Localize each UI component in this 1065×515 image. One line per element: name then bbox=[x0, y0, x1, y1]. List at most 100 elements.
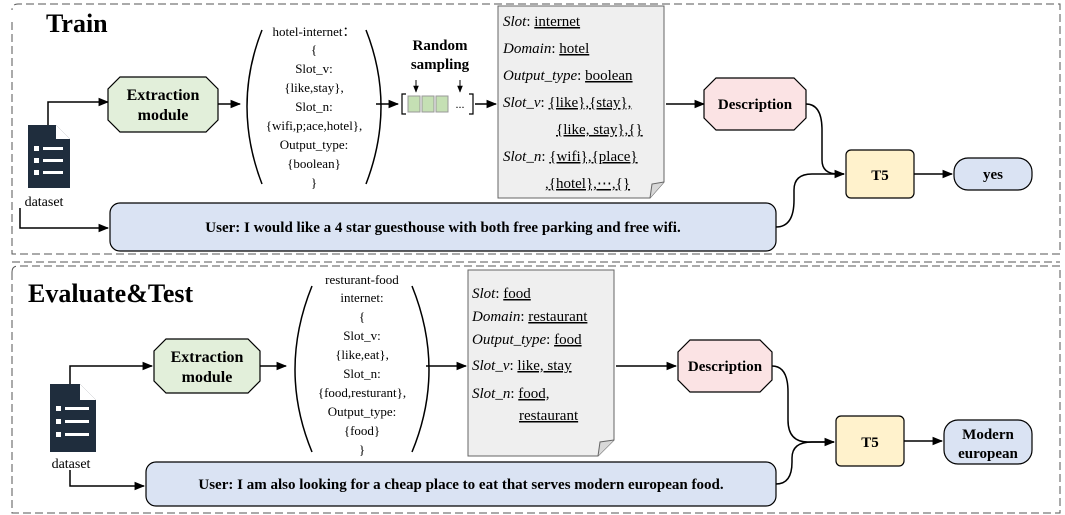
test-output-label-2: european bbox=[958, 446, 1018, 462]
schema-line: { bbox=[359, 309, 365, 324]
svg-text:Output_type: boolean: Output_type: boolean bbox=[503, 68, 633, 84]
train-t5-label: T5 bbox=[871, 168, 889, 184]
schema-line: Slot_n: bbox=[343, 366, 381, 381]
sampling-label-2: sampling bbox=[411, 57, 470, 73]
sampling-ellipsis: ... bbox=[456, 97, 465, 111]
schema-line: {boolean} bbox=[287, 156, 341, 171]
extraction-module bbox=[107, 76, 219, 133]
svg-text:Output_type: food: Output_type: food bbox=[472, 332, 582, 348]
train-doc-text: Slot: internet Domain: hotel Output_type… bbox=[502, 14, 643, 192]
doc-value: {like},{stay}, bbox=[548, 95, 631, 111]
schema-line: } bbox=[359, 442, 365, 457]
extraction-label-1: Extraction bbox=[171, 349, 244, 366]
schema-paren-left bbox=[294, 285, 313, 453]
test-title: Evaluate&Test bbox=[28, 279, 193, 308]
train-schema: hotel-internet： { Slot_v: {like,stay}, S… bbox=[266, 24, 363, 190]
sampled-slots: ... bbox=[401, 80, 474, 115]
doc-key: Output_type bbox=[472, 332, 546, 348]
train-title: Train bbox=[46, 9, 108, 38]
doc-value: boolean bbox=[585, 68, 633, 84]
train-utterance: User: I would like a 4 star guesthouse w… bbox=[205, 220, 681, 236]
svg-text:Slot: food: Slot: food bbox=[472, 286, 531, 302]
doc-value: food, bbox=[518, 386, 549, 402]
extraction-label-2: module bbox=[182, 369, 233, 386]
doc-key: Output_type bbox=[503, 68, 577, 84]
arrow-dataset-extraction bbox=[69, 361, 154, 384]
schema-line: resturant-food bbox=[325, 272, 399, 287]
schema-paren-left bbox=[246, 29, 263, 185]
schema-line: Slot_n: bbox=[295, 99, 333, 114]
schema-line: hotel-internet： bbox=[272, 24, 355, 39]
train-description-box bbox=[703, 77, 807, 131]
test-utterance: User: I am also looking for a cheap plac… bbox=[198, 477, 723, 493]
doc-value: {wifi},{place} bbox=[549, 149, 637, 165]
doc-value: ,{hotel},⋯,{} bbox=[545, 176, 630, 192]
doc-value: internet bbox=[534, 14, 581, 30]
doc-value: hotel bbox=[559, 41, 589, 57]
svg-text:Domain: restaurant: Domain: restaurant bbox=[471, 309, 588, 325]
doc-value: like, stay bbox=[517, 358, 572, 374]
svg-text:Slot_n: food,: Slot_n: food, bbox=[472, 386, 550, 402]
dataset-label: dataset bbox=[25, 195, 64, 210]
train-description-label: Description bbox=[718, 97, 793, 113]
schema-line: {food} bbox=[344, 423, 380, 438]
test-output-box bbox=[943, 419, 1033, 465]
doc-value: food bbox=[503, 286, 531, 302]
schema-line: Slot_v: bbox=[295, 61, 333, 76]
doc-value: {like, stay},{} bbox=[556, 122, 643, 138]
svg-text:Slot: internet: Slot: internet bbox=[503, 14, 581, 30]
extraction-label-1: Extraction bbox=[127, 87, 200, 104]
doc-key: Domain bbox=[471, 309, 520, 325]
arrow-description-t5 bbox=[805, 103, 846, 179]
schema-line: { bbox=[311, 42, 317, 57]
doc-key: Domain bbox=[502, 41, 551, 57]
doc-key: Slot_v bbox=[503, 95, 541, 111]
schema-line: {like,eat}, bbox=[335, 347, 389, 362]
schema-line: internet: bbox=[340, 290, 383, 305]
test-t5-label: T5 bbox=[861, 435, 879, 451]
arrow-dataset-utterance bbox=[69, 470, 146, 491]
test-description-label: Description bbox=[688, 359, 763, 375]
test-schema: resturant-food internet: { Slot_v: {like… bbox=[318, 272, 406, 457]
arrow-description-t5 bbox=[771, 365, 836, 447]
schema-paren-right bbox=[365, 29, 382, 185]
arrow-dataset-utterance bbox=[19, 208, 110, 233]
train-output-box bbox=[953, 157, 1033, 191]
test-doc-text: Slot: food Domain: restaurant Output_typ… bbox=[471, 286, 588, 424]
schema-line: Output_type: bbox=[328, 404, 397, 419]
doc-key: Slot_n bbox=[472, 386, 510, 402]
schema-line: {food,resturant}, bbox=[318, 385, 406, 400]
doc-value: food bbox=[554, 332, 582, 348]
schema-line: Output_type: bbox=[280, 137, 349, 152]
dataset-icon bbox=[50, 384, 96, 452]
schema-line: Slot_v: bbox=[343, 328, 381, 343]
doc-value: restaurant bbox=[519, 408, 579, 424]
doc-key: Slot bbox=[503, 14, 527, 30]
schema-paren-right bbox=[411, 285, 430, 453]
arrow-utterance-t5 bbox=[775, 173, 844, 228]
schema-line: {wifi,p;ace,hotel}, bbox=[266, 118, 363, 133]
dataset-icon bbox=[28, 125, 70, 188]
sampling-label-1: Random bbox=[412, 38, 468, 54]
doc-key: Slot_v bbox=[472, 358, 510, 374]
arrow-dataset-extraction bbox=[47, 97, 110, 125]
doc-key: Slot bbox=[472, 286, 496, 302]
test-panel-border bbox=[11, 265, 1061, 514]
svg-text:Domain: hotel: Domain: hotel bbox=[502, 41, 589, 57]
train-panel-border bbox=[11, 3, 1061, 255]
train-panel: Train dataset Extraction module hotel-in… bbox=[11, 3, 1061, 255]
extraction-label-2: module bbox=[138, 107, 189, 124]
doc-value: restaurant bbox=[528, 309, 588, 325]
svg-text:Slot_n: {wifi},{place}: Slot_n: {wifi},{place} bbox=[503, 149, 638, 165]
extraction-module bbox=[153, 338, 261, 394]
test-output-label-1: Modern bbox=[962, 427, 1014, 443]
schema-line: } bbox=[311, 175, 317, 190]
train-output-label: yes bbox=[983, 167, 1003, 183]
schema-line: {like,stay}, bbox=[284, 80, 343, 95]
arrow-utterance-t5 bbox=[775, 441, 834, 485]
test-description-box bbox=[677, 339, 773, 393]
svg-text:Slot_v: {like},{stay},: Slot_v: {like},{stay}, bbox=[503, 95, 631, 111]
svg-text:Slot_v: like, stay: Slot_v: like, stay bbox=[472, 358, 572, 374]
doc-key: Slot_n bbox=[503, 149, 541, 165]
